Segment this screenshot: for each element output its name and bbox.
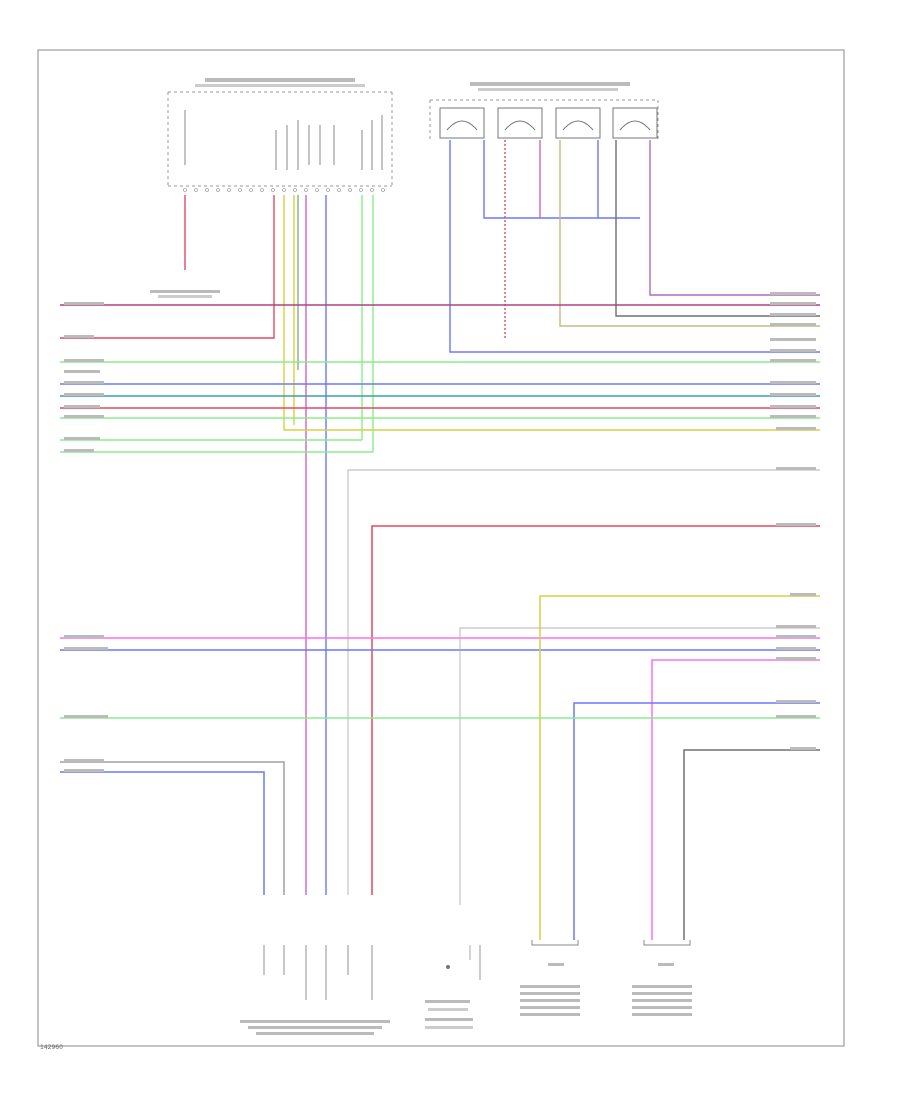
engine-control-module-connector-icon [167, 78, 393, 192]
footer-code: 142960 [40, 1044, 63, 1051]
wire-harness-icon [429, 82, 659, 140]
diagram-frame [37, 49, 845, 1047]
ground-icon [425, 945, 481, 1029]
